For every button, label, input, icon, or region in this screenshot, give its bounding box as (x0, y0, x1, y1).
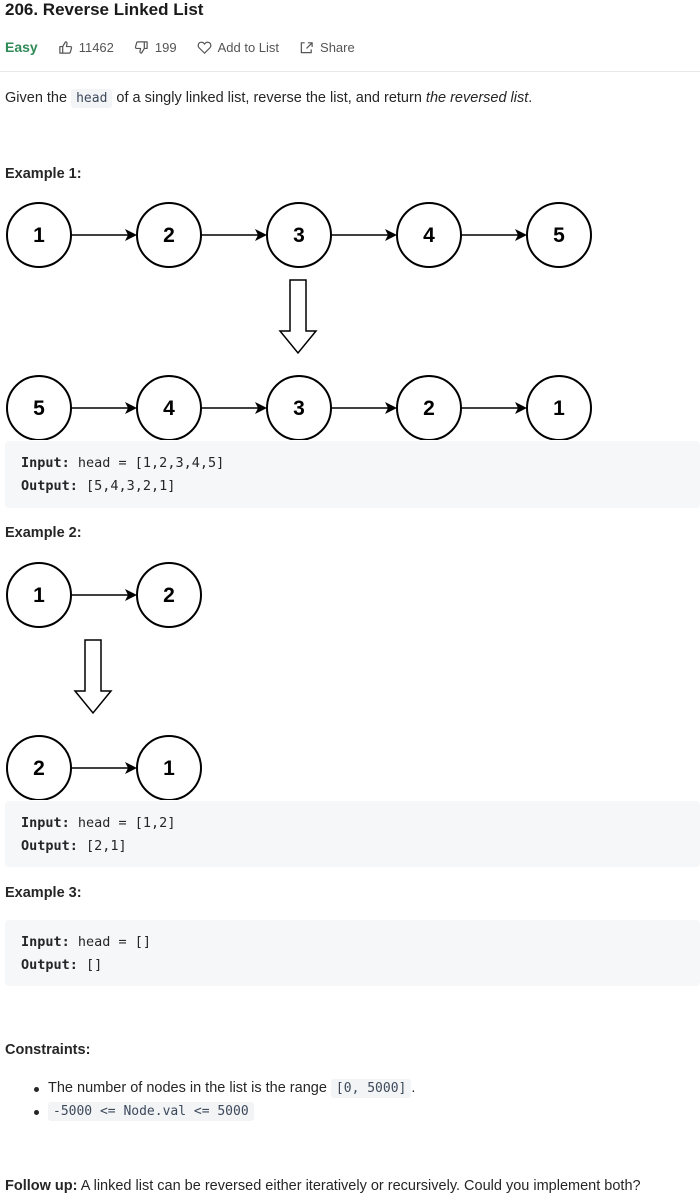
node-value: 5 (553, 224, 565, 247)
before-node (6, 562, 72, 628)
reverse-arrow (73, 639, 113, 715)
input-label: Input: (21, 934, 70, 950)
before-node (396, 202, 462, 268)
after-node (6, 375, 72, 440)
arrow-head (125, 762, 137, 774)
output-label: Output: (21, 478, 78, 494)
example-3-heading: Example 3: (5, 885, 82, 901)
arrow-head (515, 229, 527, 241)
heart-icon (197, 41, 212, 54)
before-node (136, 562, 202, 628)
example-3-code: Input: head = [] Output: [] (5, 920, 700, 986)
node-value: 3 (293, 397, 305, 420)
like-count: 11462 (78, 39, 114, 55)
node-value: 1 (33, 224, 45, 247)
example-2-diagram: 1 2 2 1 (6, 562, 202, 800)
output-value: [2,1] (77, 838, 127, 854)
after-node (266, 375, 332, 440)
example-2-code: Input: head = [1,2] Output: [2,1] (5, 801, 700, 867)
after-node (136, 375, 202, 440)
thumbs-up-icon (58, 40, 72, 54)
dislike-button[interactable]: 199 (134, 40, 177, 55)
constraint-item: -5000 <= Node.val <= 5000 (34, 1102, 254, 1121)
before-node (526, 202, 592, 268)
constraint-item: The number of nodes in the list is the r… (33, 1079, 416, 1098)
input-value: head = [1,2,3,4,5] (69, 455, 225, 471)
node-value: 5 (33, 397, 45, 420)
follow-up-label: Follow up: (5, 1178, 78, 1194)
like-button[interactable]: 11462 (58, 40, 114, 55)
constraint-code: [0, 5000] (330, 1079, 412, 1098)
arrow-head (385, 402, 397, 414)
description-text: . (528, 90, 533, 106)
share-button[interactable]: Share (299, 40, 355, 55)
arrow-head (385, 229, 397, 241)
arrow-head (125, 589, 137, 601)
node-value: 4 (163, 397, 175, 420)
before-node (136, 202, 202, 268)
add-to-list-button[interactable]: Add to List (197, 40, 279, 55)
example-2-heading: Example 2: (5, 525, 82, 541)
follow-up: Follow up: A linked list can be reversed… (5, 1178, 641, 1194)
node-value: 2 (423, 397, 435, 420)
node-value: 1 (163, 757, 175, 780)
input-value: head = [] (69, 934, 152, 950)
node-value: 1 (33, 584, 45, 607)
before-node (266, 202, 332, 268)
share-label: Share (320, 39, 355, 55)
example-1-code: Input: head = [1,2,3,4,5] Output: [5,4,3… (5, 441, 700, 508)
node-value: 2 (163, 584, 175, 607)
after-node (136, 735, 202, 800)
header-divider (0, 71, 700, 72)
before-node (6, 202, 72, 268)
node-value: 4 (423, 224, 435, 247)
share-icon (300, 41, 313, 53)
example-1-diagram: 1 2 3 4 5 5 4 3 2 1 (6, 202, 592, 440)
constraint-text: . (411, 1080, 416, 1096)
input-label: Input: (21, 455, 70, 471)
arrow-head (255, 402, 267, 414)
constraint-code: -5000 <= Node.val <= 5000 (48, 1102, 254, 1121)
output-value: [5,4,3,2,1] (77, 478, 176, 494)
node-value: 3 (293, 224, 305, 247)
arrow-head (125, 402, 137, 414)
output-value: [] (77, 957, 103, 973)
description-text: Given the (5, 90, 72, 106)
node-value: 2 (163, 224, 175, 247)
output-label: Output: (21, 957, 78, 973)
arrow-head (515, 402, 527, 414)
constraints-list: The number of nodes in the list is the r… (0, 1078, 700, 1138)
problem-description: Given the head of a singly linked list, … (5, 89, 533, 108)
constraint-text: The number of nodes in the list is the r… (48, 1080, 331, 1096)
after-node (6, 735, 72, 800)
problem-title: 206. Reverse Linked List (5, 0, 204, 19)
after-node (396, 375, 462, 440)
after-node (526, 375, 592, 440)
arrow-head (125, 229, 137, 241)
inline-code-head: head (71, 89, 113, 108)
node-value: 2 (33, 757, 45, 780)
add-to-list-label: Add to List (217, 39, 280, 55)
arrow-head (255, 229, 267, 241)
reverse-arrow (278, 279, 318, 355)
constraints-heading: Constraints: (5, 1042, 91, 1058)
output-label: Output: (21, 838, 78, 854)
follow-up-text: A linked list can be reversed either ite… (77, 1178, 641, 1194)
description-text: of a singly linked list, reverse the lis… (112, 90, 426, 106)
example-1-heading: Example 1: (5, 166, 82, 182)
thumbs-down-icon (134, 40, 148, 54)
input-label: Input: (21, 815, 70, 831)
dislike-count: 199 (154, 39, 177, 55)
problem-meta-bar: Easy 11462 199 Add to List Share (5, 37, 375, 57)
input-value: head = [1,2] (69, 815, 176, 831)
difficulty-badge: Easy (5, 39, 38, 55)
node-value: 1 (553, 397, 565, 420)
description-emphasis: the reversed list (425, 90, 529, 106)
